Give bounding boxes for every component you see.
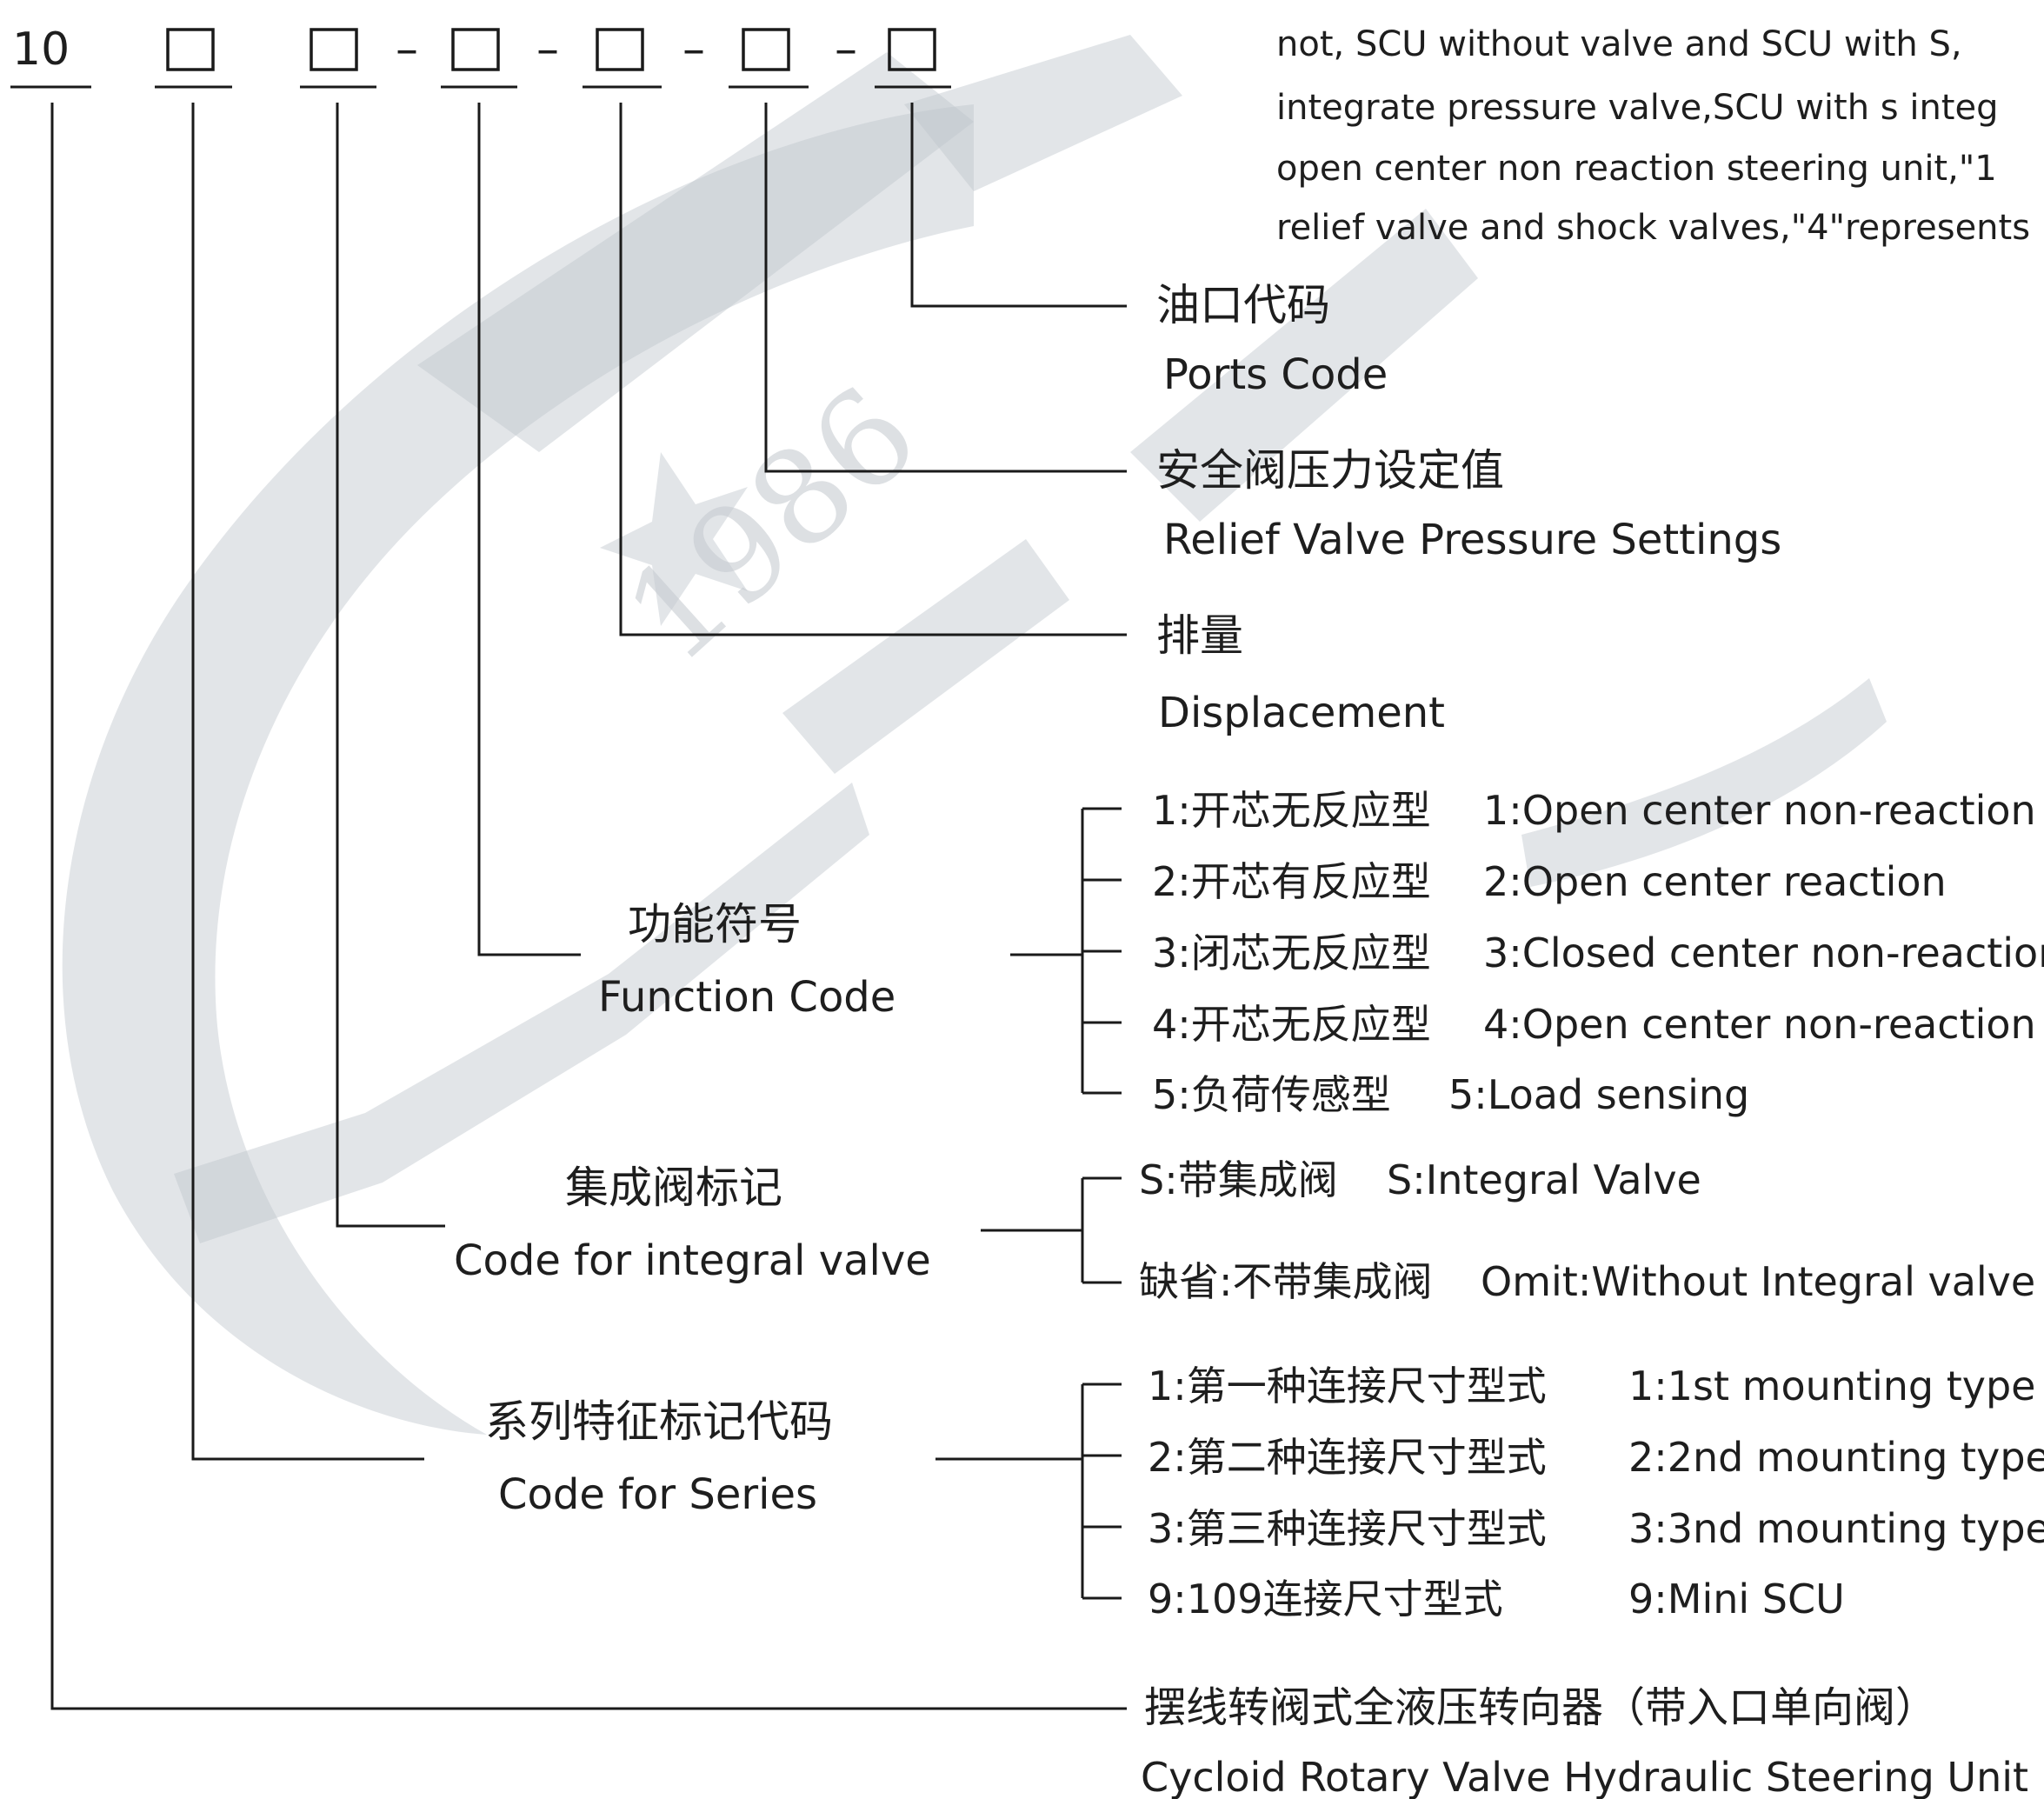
function-option-5-en: 5:Load sensing bbox=[1448, 1071, 1749, 1118]
series-option-3-en: 3:3nd mounting type bbox=[1628, 1505, 2044, 1552]
series-option-1-zh: 1:第一种连接尺寸型式 bbox=[1148, 1363, 1547, 1409]
function-code-en: Function Code bbox=[598, 973, 895, 1022]
series-group: 系列特征标记代码 Code for Series 1:第一种连接尺寸型式 1:1… bbox=[485, 1363, 2044, 1622]
function-option-3-zh: 3:闭芯无反应型 bbox=[1152, 929, 1431, 976]
displacement-en: Displacement bbox=[1158, 689, 1445, 737]
displacement-zh: 排量 bbox=[1156, 610, 1243, 661]
function-code-group: 功能符号 Function Code 1:开芯无反应型 1:Open cente… bbox=[598, 787, 2044, 1118]
product-name-zh: 摆线转阀式全液压转向器（带入口单向阀） bbox=[1144, 1683, 1937, 1732]
top-note: not, SCU without valve and SCU with S, i… bbox=[1276, 24, 2030, 248]
integral-valve-en: Code for integral valve bbox=[454, 1236, 931, 1285]
series-option-9-zh: 9:109连接尺寸型式 bbox=[1148, 1576, 1503, 1622]
function-option-4-zh: 4:开芯无反应型 bbox=[1152, 1001, 1431, 1048]
function-code-zh: 功能符号 bbox=[628, 899, 802, 949]
series-code-en: Code for Series bbox=[498, 1470, 817, 1519]
integral-option-s-en: S:Integral Valve bbox=[1387, 1156, 1701, 1203]
series-option-3-zh: 3:第三种连接尺寸型式 bbox=[1148, 1505, 1547, 1552]
code-slot-series bbox=[166, 28, 215, 71]
watermark-logo: 1986 bbox=[62, 35, 1887, 1435]
leader-lines bbox=[50, 103, 1127, 1710]
relief-pressure-zh: 安全阀压力设定值 bbox=[1156, 445, 1504, 496]
ports-code-zh: 油口代码 bbox=[1156, 280, 1330, 330]
integral-valve-zh: 集成阀标记 bbox=[565, 1163, 782, 1213]
separator-3: – bbox=[682, 23, 705, 76]
function-option-5-zh: 5:负荷传感型 bbox=[1152, 1071, 1391, 1118]
top-note-line-3: open center non reaction steering unit,"… bbox=[1276, 149, 1997, 189]
function-option-4-en: 4:Open center non-reaction bbox=[1483, 1001, 2036, 1048]
integral-option-omit-zh: 缺省:不带集成阀 bbox=[1139, 1258, 1433, 1305]
integral-option-omit-en: Omit:Without Integral valve bbox=[1481, 1258, 2035, 1305]
code-slot-displacement bbox=[596, 28, 644, 71]
ports-code-en: Ports Code bbox=[1163, 350, 1388, 399]
code-slot-function bbox=[451, 28, 500, 71]
series-option-2-en: 2:2nd mounting type bbox=[1628, 1434, 2044, 1481]
function-option-1-zh: 1:开芯无反应型 bbox=[1152, 787, 1431, 834]
series-code-zh: 系列特征标记代码 bbox=[485, 1396, 833, 1447]
separator-4: – bbox=[835, 23, 857, 76]
function-option-1-en: 1:Open center non-reaction bbox=[1483, 787, 2036, 834]
code-slot-integral-valve bbox=[310, 28, 358, 71]
function-option-2-en: 2:Open center reaction bbox=[1483, 858, 1947, 905]
top-note-line-2: integrate pressure valve,SCU with s inte… bbox=[1276, 88, 1999, 128]
function-option-3-en: 3:Closed center non-reaction bbox=[1483, 929, 2044, 976]
integral-option-s-zh: S:带集成阀 bbox=[1139, 1156, 1338, 1203]
model-prefix: 10 bbox=[12, 23, 70, 76]
code-slot-ports bbox=[888, 28, 936, 71]
product-name-en: Cycloid Rotary Valve Hydraulic Steering … bbox=[1141, 1754, 2028, 1799]
integral-valve-group: 集成阀标记 Code for integral valve S:带集成阀 S:I… bbox=[454, 1156, 2035, 1305]
relief-pressure-en: Relief Valve Pressure Settings bbox=[1163, 516, 1781, 564]
product-name: 摆线转阀式全液压转向器（带入口单向阀） Cycloid Rotary Valve… bbox=[1141, 1683, 2028, 1799]
model-code-header: 10 – – – – bbox=[10, 23, 951, 89]
top-note-line-1: not, SCU without valve and SCU with S, bbox=[1276, 24, 1962, 64]
separator-1: – bbox=[396, 23, 418, 76]
field-labels: 油口代码 Ports Code 安全阀压力设定值 Relief Valve Pr… bbox=[1156, 280, 1781, 737]
series-option-2-zh: 2:第二种连接尺寸型式 bbox=[1148, 1434, 1547, 1481]
series-option-9-en: 9:Mini SCU bbox=[1628, 1576, 1845, 1622]
top-note-line-4: relief valve and shock valves,"4"represe… bbox=[1276, 208, 2030, 248]
series-option-1-en: 1:1st mounting type bbox=[1628, 1363, 2035, 1409]
separator-2: – bbox=[536, 23, 559, 76]
code-slot-relief-pressure bbox=[742, 28, 790, 71]
function-option-2-zh: 2:开芯有反应型 bbox=[1152, 858, 1431, 905]
